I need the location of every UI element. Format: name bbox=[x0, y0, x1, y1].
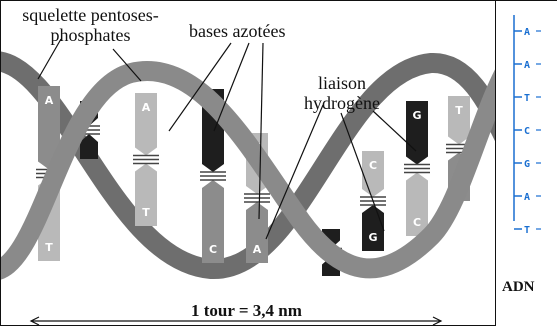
label-scale: 1 tour = 3,4 nm bbox=[191, 301, 302, 321]
strand-base-letter: T bbox=[524, 93, 530, 104]
single-strand-diagram: A A T C G A T bbox=[496, 1, 557, 271]
pointer-lines bbox=[38, 39, 416, 239]
base-top bbox=[362, 151, 384, 197]
base-letter-top: C bbox=[369, 159, 377, 172]
strand-panel: A A T C G A T ADN bbox=[496, 0, 557, 326]
strand-base-letter: T bbox=[524, 225, 530, 236]
label-backbone: squelette pentoses- phosphates bbox=[3, 5, 178, 45]
base-letter-top: G bbox=[412, 109, 421, 122]
pointer-bases-3 bbox=[259, 43, 263, 219]
base-letter-bottom: A bbox=[253, 243, 262, 256]
label-hbond-line1: liaison bbox=[287, 73, 397, 93]
base-letter-bottom: G bbox=[368, 231, 377, 244]
base-pair: AT bbox=[133, 93, 159, 226]
strand-base-letter: A bbox=[524, 27, 530, 38]
base-letter-bottom: T bbox=[142, 206, 150, 219]
label-backbone-line2: phosphates bbox=[3, 25, 178, 45]
base-pair: GC bbox=[404, 101, 430, 236]
strand-base-letter: A bbox=[524, 192, 530, 203]
label-backbone-line1: squelette pentoses- bbox=[3, 5, 178, 25]
strand-base-letter: C bbox=[524, 126, 530, 137]
label-adn: ADN bbox=[502, 279, 535, 296]
base-letter-top: A bbox=[45, 94, 54, 107]
strand-base-letter: A bbox=[524, 60, 530, 71]
label-hbond-line2: hydrogène bbox=[287, 93, 397, 113]
label-bases: bases azotées bbox=[189, 21, 285, 41]
label-hbond: liaison hydrogène bbox=[287, 73, 397, 113]
base-bottom bbox=[362, 205, 384, 251]
pointer-backbone-left bbox=[38, 39, 61, 79]
base-letter-bottom: C bbox=[413, 216, 421, 229]
base-letter-top: T bbox=[455, 104, 463, 117]
base-letter-top: A bbox=[142, 101, 151, 114]
strand-base-letter: G bbox=[524, 159, 530, 170]
base-letter-bottom: T bbox=[45, 241, 53, 254]
base-letter-bottom: C bbox=[209, 243, 217, 256]
